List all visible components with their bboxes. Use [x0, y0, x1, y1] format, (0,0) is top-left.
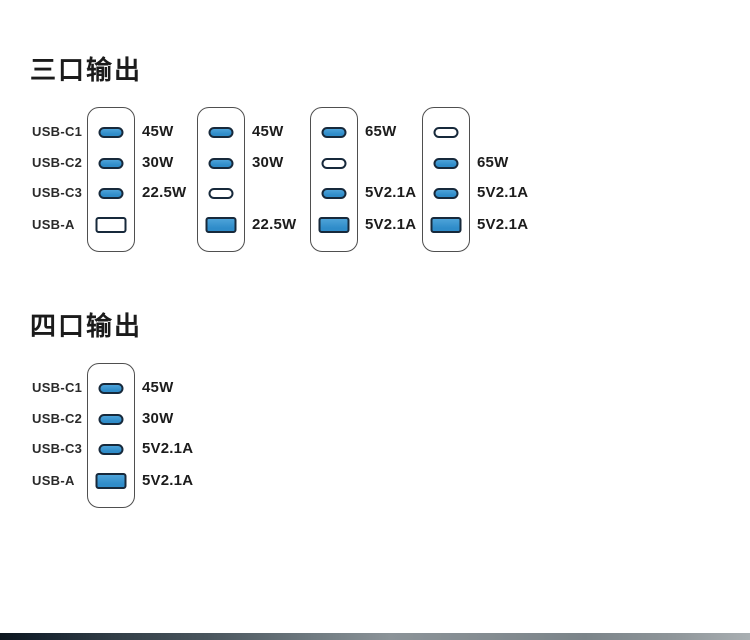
section-title: 四口输出	[30, 311, 143, 341]
charger-diagram	[310, 107, 358, 252]
usb-a-port-active	[205, 217, 237, 233]
usb-c-port-active	[98, 157, 124, 169]
power-value-label: 45W	[142, 122, 174, 140]
next-image-top-edge	[0, 633, 750, 640]
usb-a-port-inactive	[95, 217, 127, 233]
usb-c-port-active	[208, 157, 234, 169]
usb-c-port-inactive	[321, 157, 347, 169]
port-label-usb-a: USB-A	[32, 216, 75, 232]
power-value-label: 22.5W	[252, 215, 297, 233]
usb-a-port-active	[430, 217, 462, 233]
power-value-label: 5V2.1A	[142, 439, 194, 457]
port-label-usb-a: USB-A	[32, 472, 75, 488]
charger-diagram	[87, 107, 135, 252]
usb-a-port-active	[318, 217, 350, 233]
usb-c-port-active	[98, 443, 124, 455]
port-label-usb-c3: USB-C3	[32, 184, 83, 200]
charger-diagram	[422, 107, 470, 252]
section-title: 三口输出	[30, 55, 143, 85]
power-value-label: 30W	[142, 409, 174, 427]
charger-diagram	[87, 363, 135, 508]
usb-c-port-active	[98, 187, 124, 199]
port-label-usb-c3: USB-C3	[32, 440, 83, 456]
power-value-label: 45W	[142, 378, 174, 396]
usb-c-port-active	[98, 126, 124, 138]
power-value-label: 65W	[477, 153, 509, 171]
charger-diagram	[197, 107, 245, 252]
port-label-usb-c1: USB-C1	[32, 123, 83, 139]
usb-c-port-active	[98, 413, 124, 425]
power-value-label: 5V2.1A	[365, 183, 417, 201]
power-value-label: 5V2.1A	[142, 471, 194, 489]
usb-c-port-active	[433, 187, 459, 199]
power-value-label: 65W	[365, 122, 397, 140]
power-value-label: 22.5W	[142, 183, 187, 201]
power-value-label: 45W	[252, 122, 284, 140]
power-value-label: 5V2.1A	[477, 183, 529, 201]
power-value-label: 5V2.1A	[365, 215, 417, 233]
usb-c-port-inactive	[433, 126, 459, 138]
usb-c-port-inactive	[208, 187, 234, 199]
usb-a-port-active	[95, 473, 127, 489]
port-label-usb-c1: USB-C1	[32, 379, 83, 395]
usb-c-port-active	[321, 187, 347, 199]
usb-c-port-active	[321, 126, 347, 138]
usb-c-port-active	[433, 157, 459, 169]
usb-c-port-active	[208, 126, 234, 138]
port-label-usb-c2: USB-C2	[32, 154, 83, 170]
port-label-usb-c2: USB-C2	[32, 410, 83, 426]
usb-c-port-active	[98, 382, 124, 394]
power-value-label: 30W	[252, 153, 284, 171]
power-value-label: 5V2.1A	[477, 215, 529, 233]
power-value-label: 30W	[142, 153, 174, 171]
